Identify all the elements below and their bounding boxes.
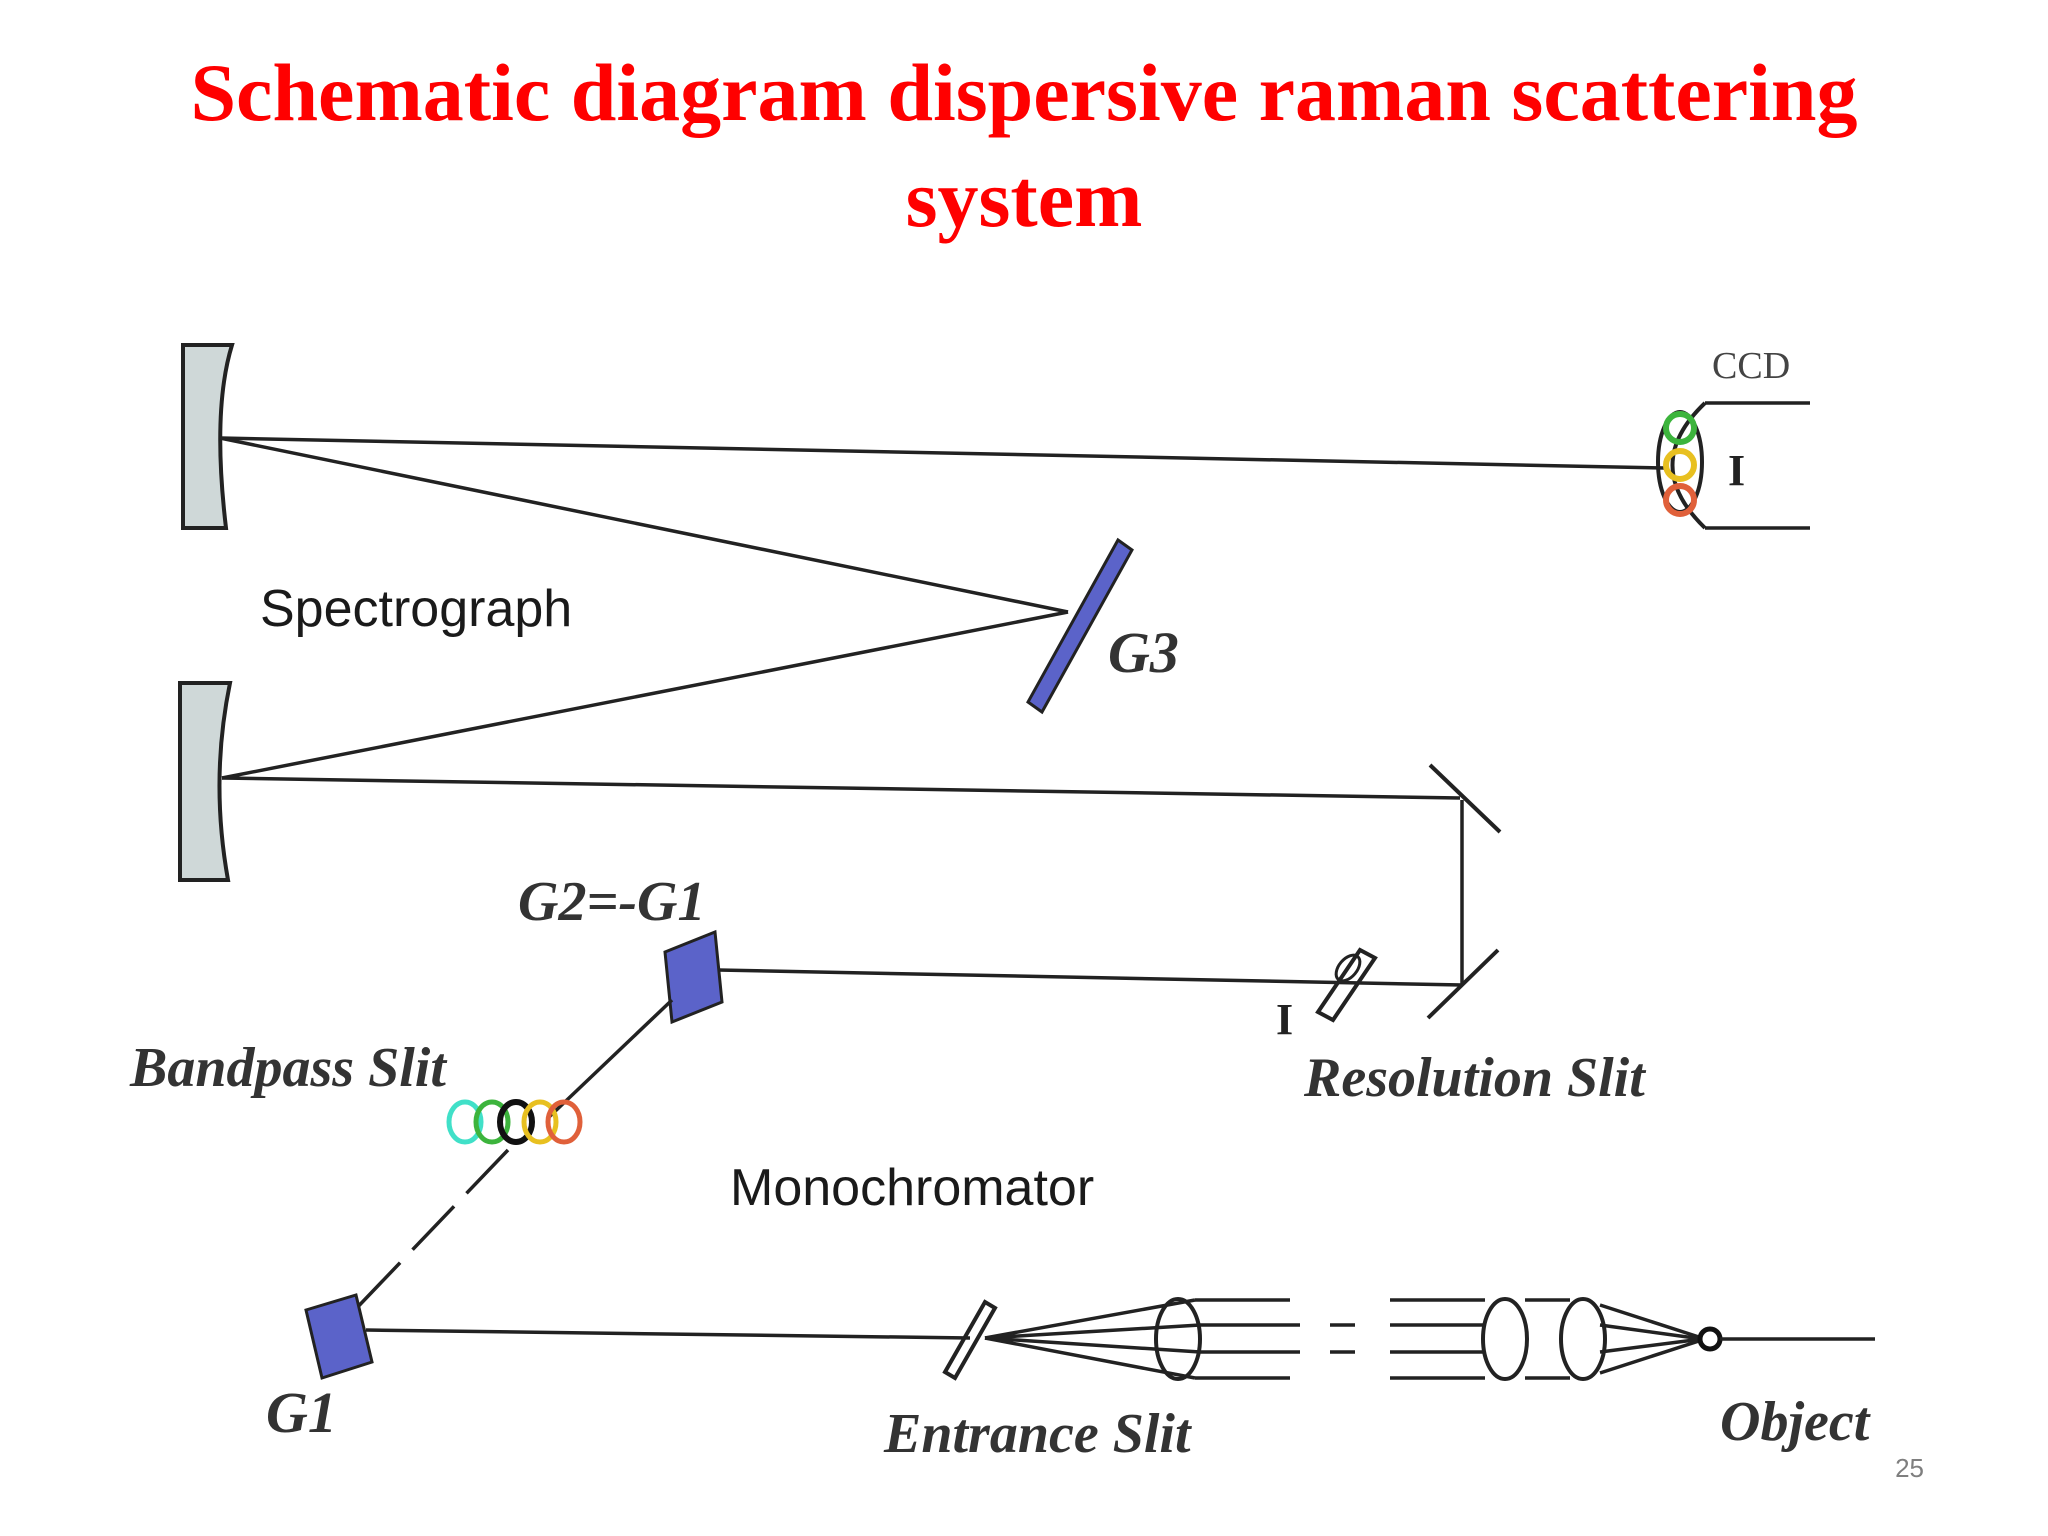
beam-lower-mirror-to-fold (221, 776, 1461, 800)
label-g1: G1 (266, 1380, 337, 1445)
slide-title: Schematic diagram dispersive raman scatt… (190, 47, 1858, 244)
beam-g2-to-bandpass (546, 998, 674, 1120)
lower-concave-mirror (178, 681, 233, 882)
slide-number: 25 (1895, 1453, 1924, 1483)
label-bandpass-slit: Bandpass Slit (129, 1037, 447, 1099)
label-g2: G2=-G1 (518, 871, 705, 933)
object-sample (1697, 1326, 1875, 1352)
fold-mirror-upper (1428, 763, 1502, 834)
label-g3: G3 (1108, 620, 1179, 685)
grating-g2 (663, 929, 724, 1025)
label-object: Object (1720, 1391, 1871, 1453)
beam-g1-to-entrance (365, 1328, 971, 1340)
entrance-slit (942, 1299, 998, 1381)
grating-g3 (1026, 537, 1134, 715)
label-entrance-slit: Entrance Slit (883, 1403, 1192, 1465)
label-spectrograph: Spectrograph (260, 580, 572, 638)
beam-mirror-to-ccd (219, 436, 1666, 470)
label-ccd-image: I (1728, 446, 1745, 495)
label-ccd: CCD (1712, 345, 1790, 387)
beam-upper-mirror-to-g3 (219, 436, 1069, 614)
label-monochromator: Monochromator (730, 1159, 1094, 1217)
beam-bandpass-to-g1 (348, 1148, 510, 1317)
resolution-slit (1315, 947, 1378, 1023)
ccd-detector (1656, 401, 1810, 530)
collection-optics (984, 1297, 1703, 1381)
grating-g1 (304, 1293, 374, 1380)
upper-concave-mirror (181, 343, 235, 530)
label-resolution-slit: Resolution Slit (1303, 1047, 1646, 1109)
fold-mirror-lower (1426, 948, 1500, 1020)
label-resolution-slit-marker: I (1276, 995, 1293, 1044)
beam-g3-to-lower-mirror (221, 610, 1069, 780)
bandpass-slit-spectrum (446, 1099, 583, 1145)
